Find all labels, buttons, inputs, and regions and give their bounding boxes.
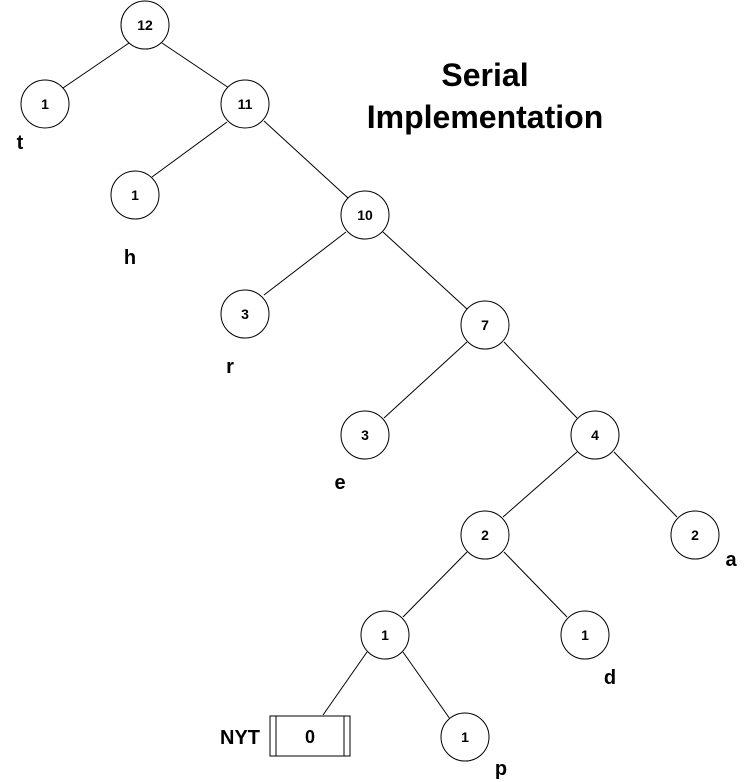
- edge-11-h: [151, 121, 228, 178]
- label-nyt: NYT: [220, 727, 260, 749]
- node-11: 11: [220, 79, 270, 129]
- edge-4-2: [502, 451, 578, 518]
- edge-12-11: [161, 42, 230, 89]
- label-t: t: [17, 132, 24, 154]
- node-1: 1: [360, 610, 410, 660]
- edge-4-a: [613, 451, 678, 518]
- edge-11-10: [263, 120, 349, 199]
- node-t-weight: 1: [41, 96, 49, 112]
- node-12: 12: [120, 0, 170, 50]
- edge-7-4: [503, 341, 578, 419]
- edge-7-e: [383, 341, 468, 419]
- node-d-weight: 1: [581, 627, 589, 643]
- node-10-weight: 10: [357, 207, 373, 223]
- node-t: 1: [20, 79, 70, 129]
- edge-1-p: [402, 651, 451, 720]
- edge-10-r: [263, 231, 347, 296]
- node-2: 2: [460, 510, 510, 560]
- node-4: 4: [570, 410, 620, 460]
- edge-1-nyt: [322, 651, 368, 716]
- label-e: e: [334, 472, 345, 494]
- node-nyt: 0: [269, 715, 351, 757]
- label-p: p: [495, 758, 507, 780]
- node-12-weight: 12: [137, 17, 153, 33]
- node-1-weight: 1: [381, 627, 389, 643]
- edge-2-d: [503, 551, 568, 618]
- node-nyt-weight: 0: [305, 727, 315, 747]
- label-h: h: [124, 247, 136, 269]
- node-r: 3: [220, 289, 270, 339]
- node-11-weight: 11: [238, 96, 253, 112]
- edge-10-7: [382, 231, 468, 310]
- edge-2-1: [402, 551, 468, 618]
- node-e-weight: 3: [361, 427, 369, 443]
- node-h-weight: 1: [131, 187, 139, 203]
- node-a: 2: [670, 510, 720, 560]
- node-r-weight: 3: [241, 306, 249, 322]
- title-line-2: Implementation: [367, 99, 603, 135]
- node-7-weight: 7: [481, 317, 489, 333]
- node-d: 1: [560, 610, 610, 660]
- node-7: 7: [460, 300, 510, 350]
- node-p: 1: [440, 712, 490, 762]
- node-e: 3: [340, 410, 390, 460]
- node-2-weight: 2: [481, 527, 489, 543]
- tree-edges: [62, 42, 678, 720]
- label-a: a: [725, 549, 737, 571]
- edge-12-t: [62, 42, 130, 89]
- node-h: 1: [110, 170, 160, 220]
- node-4-weight: 4: [591, 427, 599, 443]
- node-p-weight: 1: [461, 729, 469, 745]
- label-d: d: [604, 667, 616, 689]
- title-line-1: Serial: [441, 57, 528, 93]
- node-10: 10: [340, 190, 390, 240]
- node-a-weight: 2: [691, 527, 699, 543]
- label-r: r: [226, 356, 234, 378]
